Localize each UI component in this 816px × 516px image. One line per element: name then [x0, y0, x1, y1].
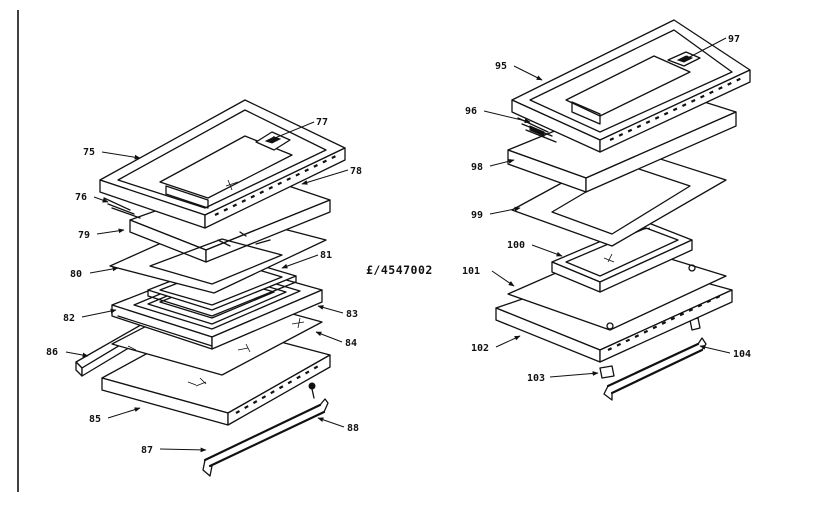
reference-number: £/4547002 — [366, 263, 433, 277]
label-75: 75 — [83, 147, 95, 158]
label-99: 99 — [471, 210, 483, 221]
label-104: 104 — [733, 349, 751, 360]
label-85: 85 — [89, 414, 101, 425]
right-door-assembly — [495, 19, 751, 401]
label-98: 98 — [471, 162, 483, 173]
label-81: 81 — [320, 250, 332, 261]
top-door-frame-part-75 — [99, 99, 346, 229]
label-96: 96 — [465, 106, 477, 117]
clip-part-103 — [599, 365, 615, 379]
label-79: 79 — [78, 230, 90, 241]
label-82: 82 — [63, 313, 75, 324]
leader-lines — [65, 37, 731, 453]
label-80: 80 — [70, 269, 82, 280]
left-door-assembly — [75, 99, 346, 477]
label-103: 103 — [527, 373, 545, 384]
label-95: 95 — [495, 61, 507, 72]
label-83: 83 — [346, 309, 358, 320]
label-84: 84 — [345, 338, 357, 349]
label-97: 97 — [728, 34, 740, 45]
part-number-labels: 75 76 77 78 79 80 81 82 83 84 85 86 87 8… — [46, 34, 751, 456]
label-102: 102 — [471, 343, 489, 354]
label-88: 88 — [347, 423, 359, 434]
label-76: 76 — [75, 192, 87, 203]
label-87: 87 — [141, 445, 153, 456]
door-handle-part-104 — [603, 317, 707, 401]
label-86: 86 — [46, 347, 58, 358]
label-101: 101 — [462, 266, 480, 277]
label-100: 100 — [507, 240, 525, 251]
label-78: 78 — [350, 166, 362, 177]
door-handle-part-88 — [202, 382, 329, 477]
label-77: 77 — [316, 117, 328, 128]
